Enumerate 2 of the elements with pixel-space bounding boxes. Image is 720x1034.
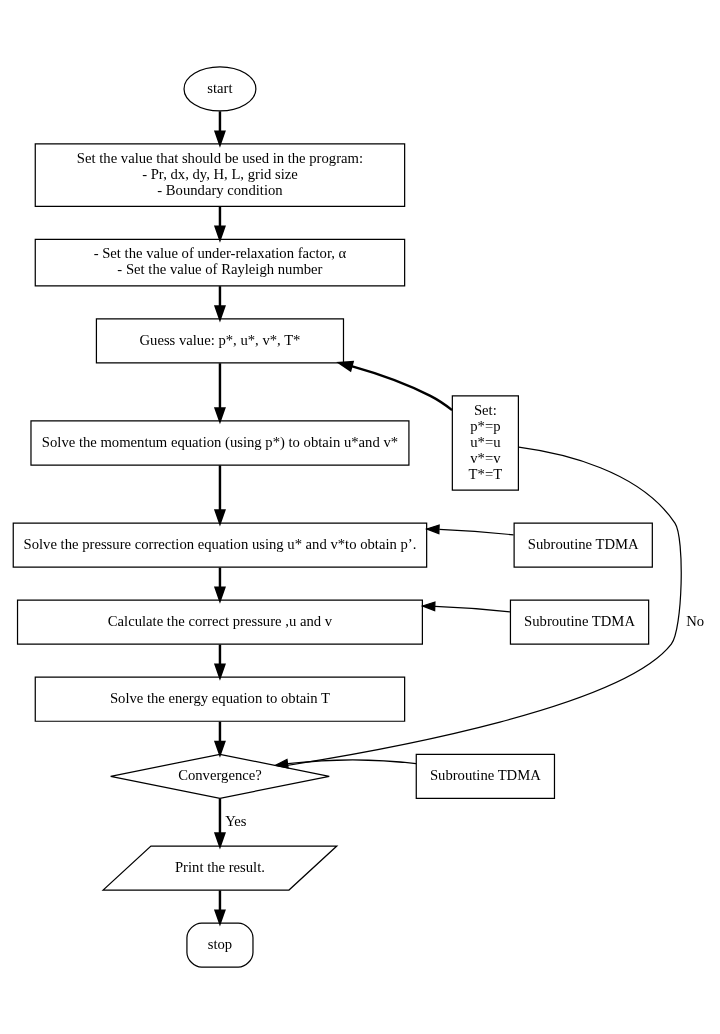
edge-label: Yes [225,812,247,829]
edge-label: No [686,612,705,629]
